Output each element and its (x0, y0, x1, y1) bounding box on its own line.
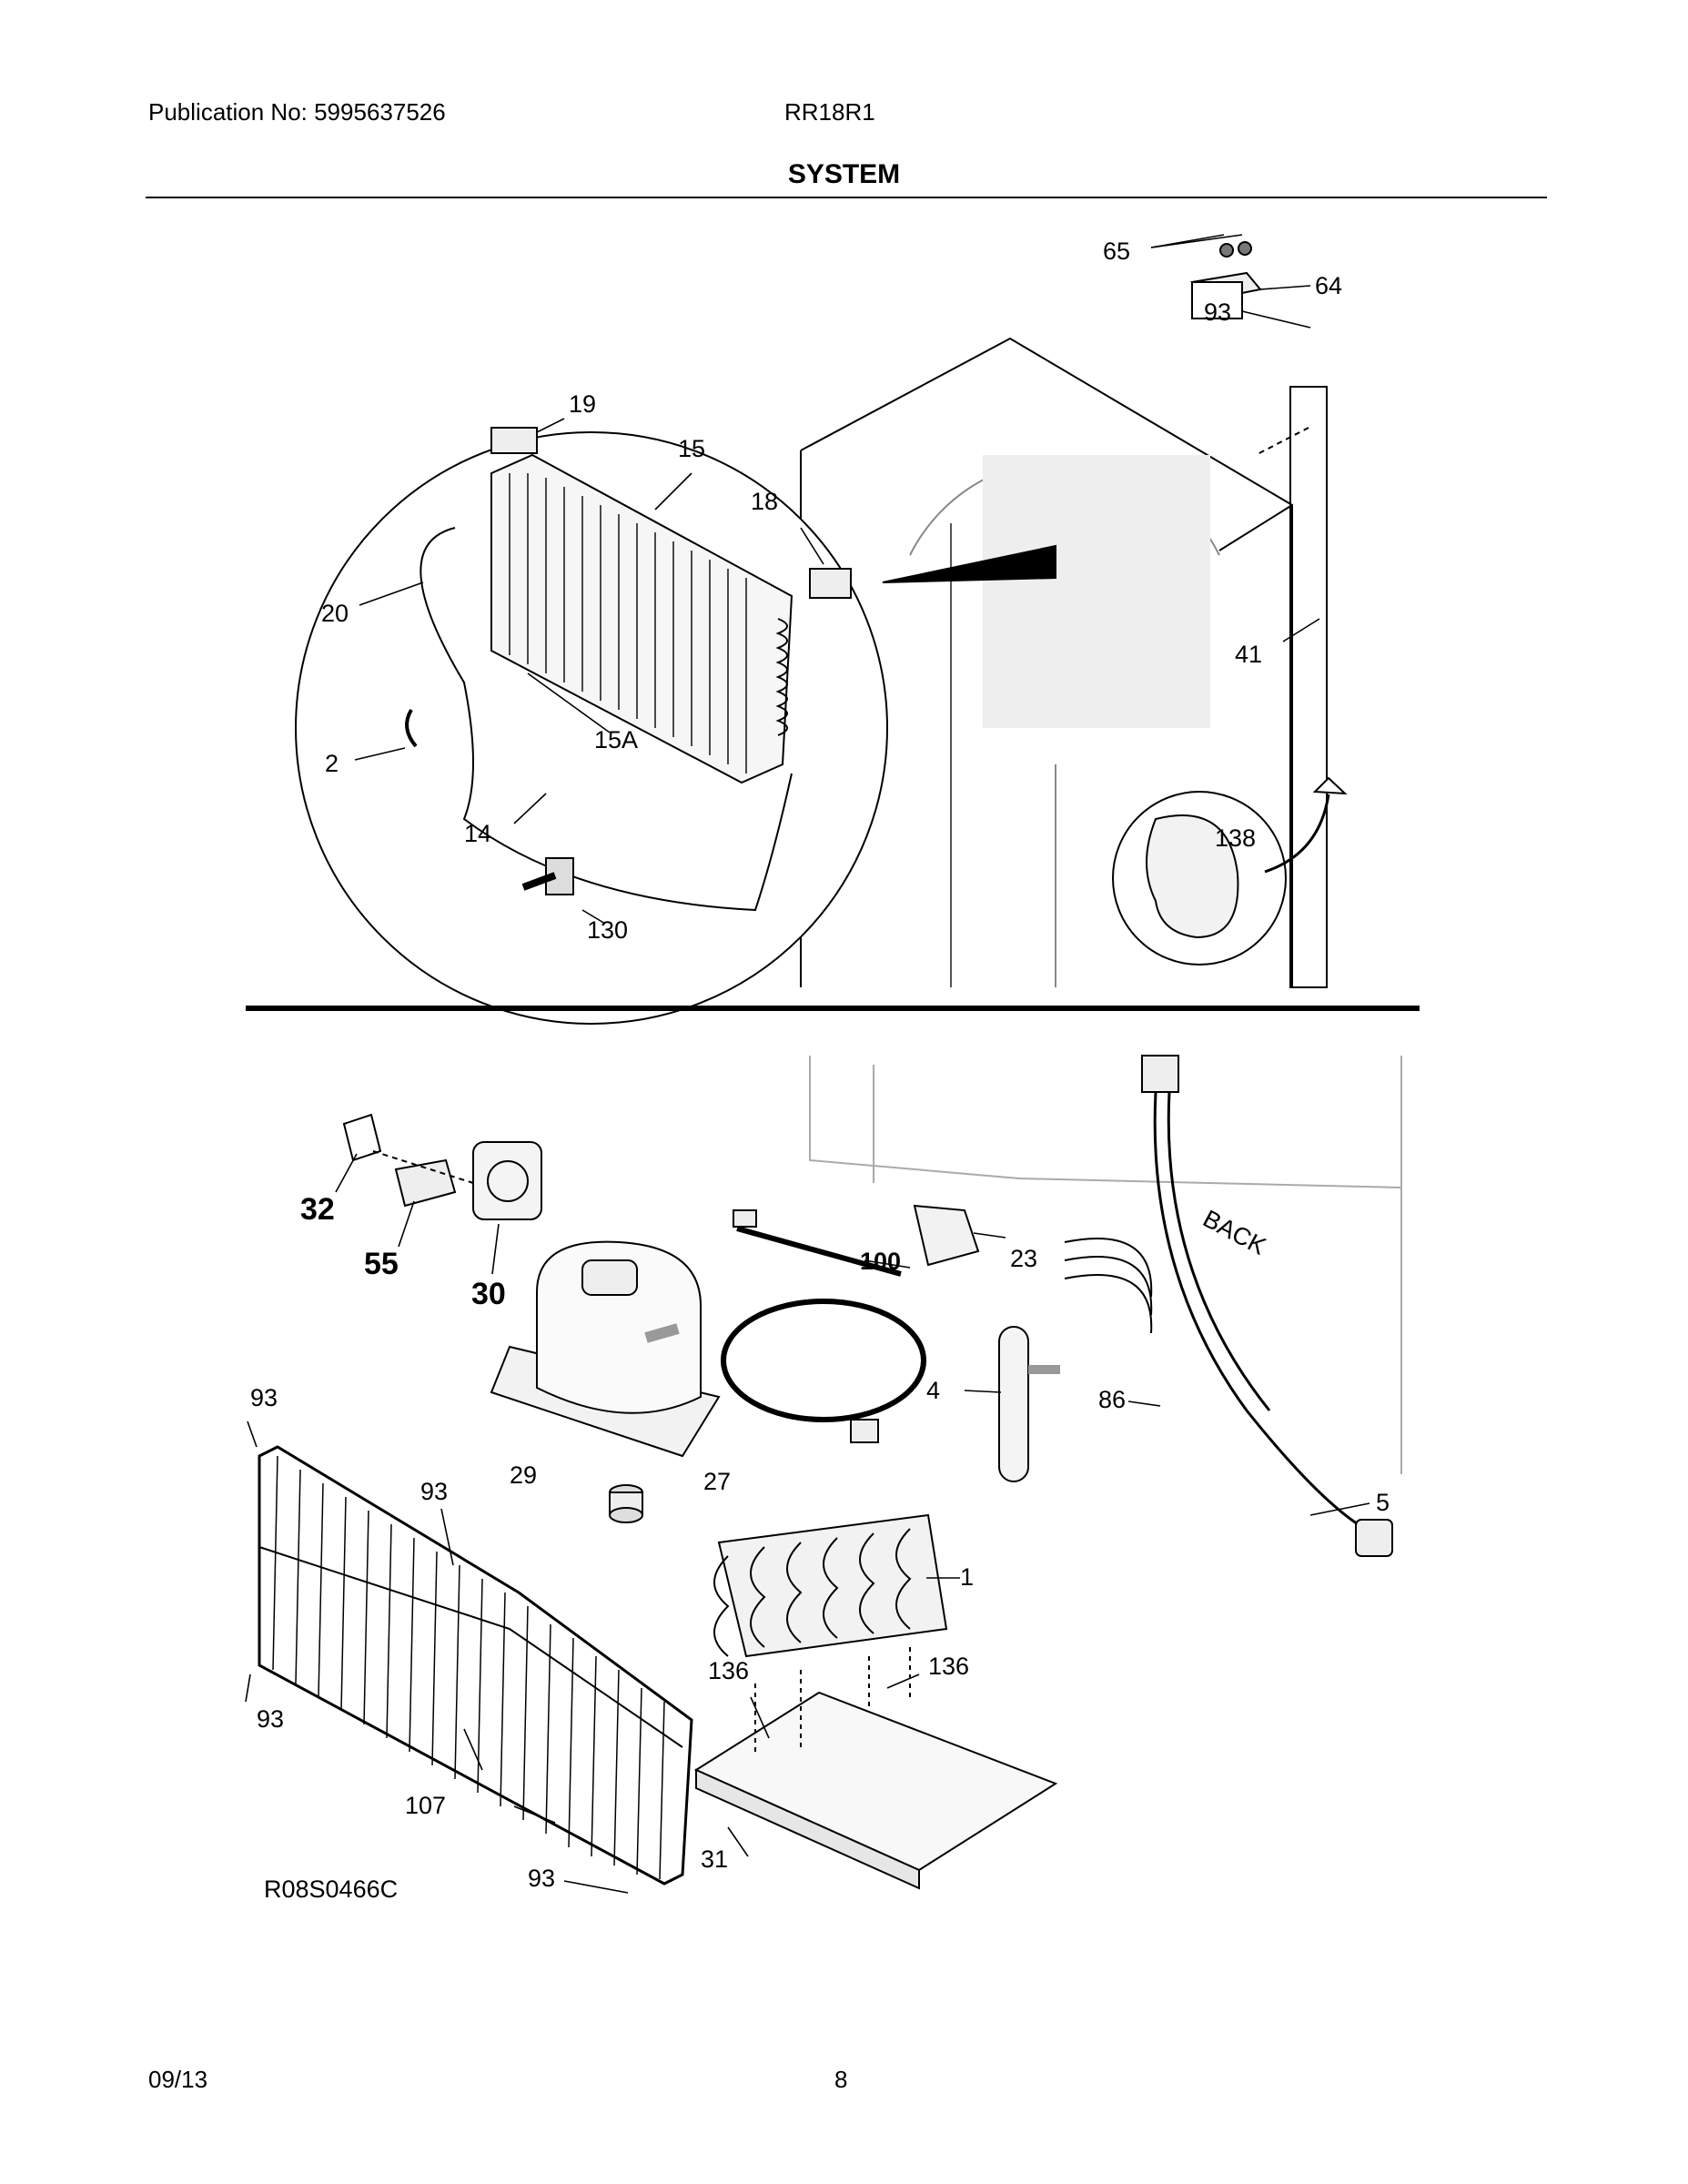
callout-100: 100 (860, 1248, 901, 1275)
callout-138: 138 (1215, 824, 1256, 852)
diagram-code: R08S0466C (264, 1876, 398, 1903)
callout-20: 20 (321, 600, 349, 627)
callout-130: 130 (587, 916, 628, 944)
callout-5: 5 (1376, 1489, 1390, 1516)
callout-1: 1 (960, 1563, 974, 1591)
drain-fitting-130 (521, 857, 574, 895)
callout-93: 93 (1204, 298, 1231, 326)
callout-64: 64 (1315, 272, 1342, 299)
leader-lines (245, 234, 1370, 1894)
cabinet-back-outline (809, 1056, 1402, 1474)
callout-93-grille-top: 93 (420, 1478, 448, 1505)
callout-27: 27 (703, 1468, 731, 1495)
callout-86: 86 (1098, 1386, 1126, 1413)
publication-number: Publication No: 5995637526 (148, 98, 446, 126)
arrow-138 (1264, 794, 1330, 874)
footer-page-number: 8 (834, 2066, 848, 2093)
callout-65: 65 (1103, 238, 1130, 265)
callout-15a: 15A (594, 726, 638, 753)
callout-32: 32 (300, 1192, 335, 1227)
callout-14: 14 (464, 820, 491, 847)
grommet-27 (609, 1484, 643, 1523)
drier-4 (998, 1326, 1060, 1482)
callout-93-grille-left: 93 (257, 1705, 284, 1733)
compressor-29 (490, 1240, 721, 1458)
callout-41: 41 (1235, 641, 1262, 668)
back-label: BACK (1198, 1205, 1270, 1260)
section-title: SYSTEM (787, 159, 901, 189)
callout-2: 2 (325, 750, 339, 777)
cabinet-outline (800, 337, 1328, 988)
model-number: RR18R1 (784, 98, 875, 126)
clip-2 (405, 708, 418, 748)
callout-30: 30 (471, 1277, 506, 1311)
overload-30 (472, 1141, 542, 1220)
callout-55: 55 (364, 1247, 399, 1281)
base-pan-31 (693, 1647, 1058, 1890)
callout-15: 15 (678, 435, 705, 462)
callout-136-right: 136 (928, 1653, 969, 1680)
heater-wire-14 (419, 527, 793, 912)
callout-31: 31 (701, 1845, 728, 1873)
condenser-coil-1 (713, 1513, 948, 1658)
callout-23: 23 (1010, 1245, 1037, 1272)
footer-date: 09/13 (148, 2066, 208, 2093)
callout-18: 18 (751, 488, 778, 515)
power-cord-100 (721, 1209, 926, 1443)
rear-grille-107 (258, 1445, 693, 1886)
evaporator-coil (490, 427, 852, 784)
callout-19: 19 (569, 390, 596, 418)
callout-107: 107 (405, 1792, 446, 1819)
callout-4: 4 (926, 1377, 940, 1404)
callout-29: 29 (510, 1461, 537, 1489)
clip-32 (342, 1113, 382, 1162)
part-64-bracket (1190, 241, 1262, 319)
part-23 (913, 1204, 980, 1267)
callout-136-left: 136 (708, 1657, 749, 1684)
parts-diagram: 65 64 93 19 15 18 20 15A 2 14 130 41 138… (245, 234, 1420, 1903)
harness-5 (1064, 1055, 1393, 1557)
header-rule (146, 197, 1547, 198)
callout-93-left: 93 (250, 1384, 278, 1411)
callout-93-grille-bottom: 93 (528, 1865, 555, 1892)
